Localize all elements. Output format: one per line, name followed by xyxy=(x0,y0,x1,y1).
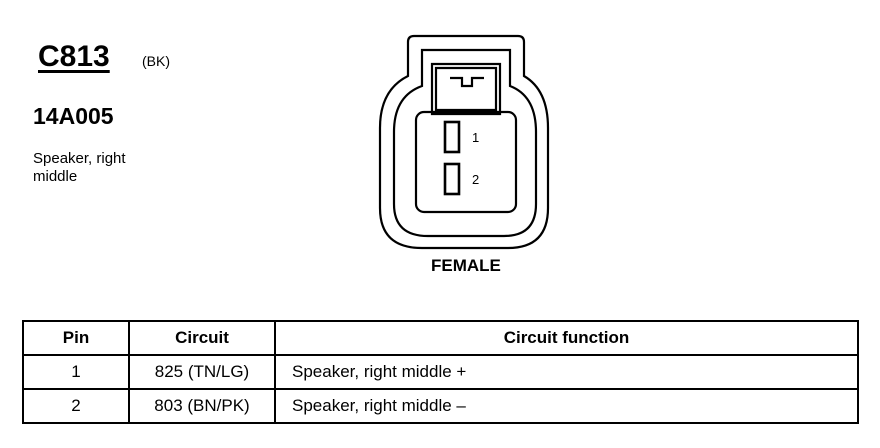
connector-face-diagram: 1 2 xyxy=(378,34,550,250)
part-number: 14A005 xyxy=(33,103,114,129)
connector-id: C813 xyxy=(38,40,110,73)
terminal-body xyxy=(414,110,518,214)
table-header-row: Pin Circuit Circuit function xyxy=(22,320,859,356)
locking-tab xyxy=(430,62,502,116)
connector-inner-shroud xyxy=(392,48,538,238)
connector-color: (BK) xyxy=(142,53,170,69)
header-pin: Pin xyxy=(22,320,130,356)
cell-pin: 2 xyxy=(22,388,130,424)
pin-table: Pin Circuit Circuit function 1 825 (TN/L… xyxy=(22,320,859,424)
cell-circuit-function: Speaker, right middle + xyxy=(274,354,859,390)
cell-circuit-function: Speaker, right middle – xyxy=(274,388,859,424)
pin-cavity-1 xyxy=(443,120,461,154)
connector-gender: FEMALE xyxy=(431,256,501,275)
pin-label-2: 2 xyxy=(472,172,479,187)
table-row: 2 803 (BN/PK) Speaker, right middle – xyxy=(22,388,859,424)
connector-outer-shroud xyxy=(378,34,550,250)
cell-circuit: 803 (BN/PK) xyxy=(128,388,276,424)
header-circuit: Circuit xyxy=(128,320,276,356)
connector-description: Speaker, right middle xyxy=(33,150,126,185)
header-circuit-function: Circuit function xyxy=(274,320,859,356)
pin-cavity-2 xyxy=(443,162,461,196)
pin-label-1: 1 xyxy=(472,130,479,145)
cell-circuit: 825 (TN/LG) xyxy=(128,354,276,390)
cell-pin: 1 xyxy=(22,354,130,390)
table-row: 1 825 (TN/LG) Speaker, right middle + xyxy=(22,354,859,390)
